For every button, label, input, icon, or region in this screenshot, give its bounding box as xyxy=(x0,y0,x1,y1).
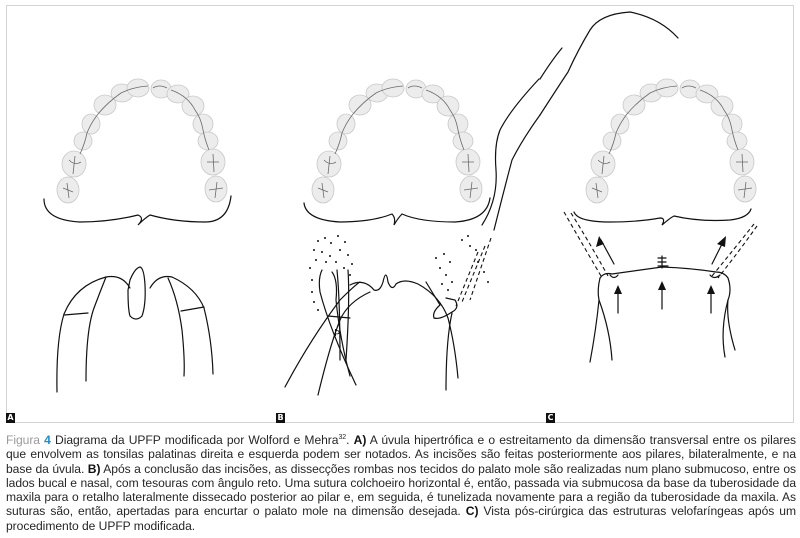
caption-part-c-text: Vista pós-cirúrgica das estruturas velof… xyxy=(6,504,796,533)
caption-part-b-label: B) xyxy=(87,461,101,476)
caption-part-b-text: Após a conclusão das incisões, as dissec… xyxy=(6,461,797,519)
svg-text:Þ: Þ xyxy=(334,328,340,339)
caption-title-end: . xyxy=(346,433,354,447)
panel-a-drawing xyxy=(43,78,232,393)
panel-label-b: B xyxy=(276,413,285,423)
caption-title: Diagrama da UPFP modificada por Wolford … xyxy=(50,433,339,447)
panel-label-a: A xyxy=(6,413,15,423)
caption-figure-number: 4 xyxy=(44,433,51,447)
figure-caption: Figura 4 Diagrama da UPFP modificada por… xyxy=(6,433,796,533)
panel-label-c: C xyxy=(546,413,555,423)
panel-c-drawing xyxy=(539,11,758,363)
caption-part-a-text: A úvula hipertrófica e o estreitamento d… xyxy=(6,433,797,476)
panel-label-c-text: C xyxy=(547,413,554,422)
caption-part-c-label: C) xyxy=(465,504,479,519)
panel-label-a-text: A xyxy=(7,413,14,422)
figure-frame xyxy=(6,5,794,423)
caption-figure-word: Figura xyxy=(6,433,40,447)
figure-illustration: Þ xyxy=(43,11,758,396)
panel-label-b-text: B xyxy=(277,413,284,422)
panel-b-drawing: Þ xyxy=(284,78,541,396)
caption-part-a-label: A) xyxy=(353,433,367,447)
caption-citation: 32 xyxy=(338,434,347,441)
